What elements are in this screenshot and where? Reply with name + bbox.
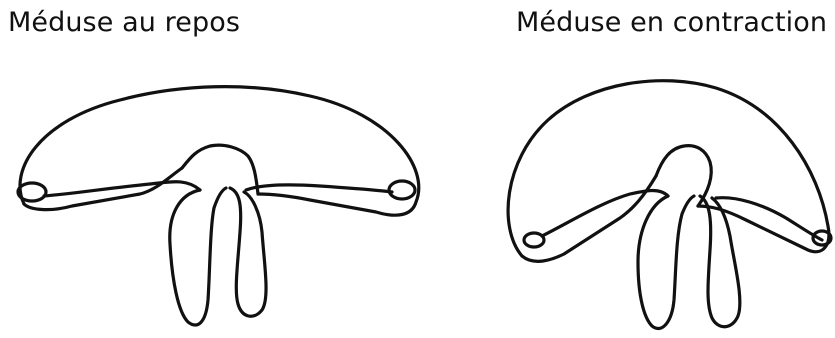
manubrium-left-outer: [170, 188, 226, 325]
radial-canal-right: [246, 185, 392, 192]
manubrium-left-outer: [638, 196, 694, 328]
jellyfish-contracted-drawing: [430, 0, 835, 338]
manubrium-right-outer: [230, 188, 266, 316]
jellyfish-at-rest-figure: Méduse au repos: [0, 0, 430, 338]
marginal-organ-left: [18, 183, 46, 201]
radial-canal-left: [44, 182, 200, 196]
marginal-organ-left: [524, 233, 544, 247]
jellyfish-at-rest-drawing: [0, 0, 430, 338]
jellyfish-contracted-figure: Méduse en contraction: [430, 0, 835, 338]
marginal-organ-right: [389, 181, 415, 199]
bell-underside-left: [522, 176, 656, 261]
radial-canal-right: [716, 198, 822, 240]
